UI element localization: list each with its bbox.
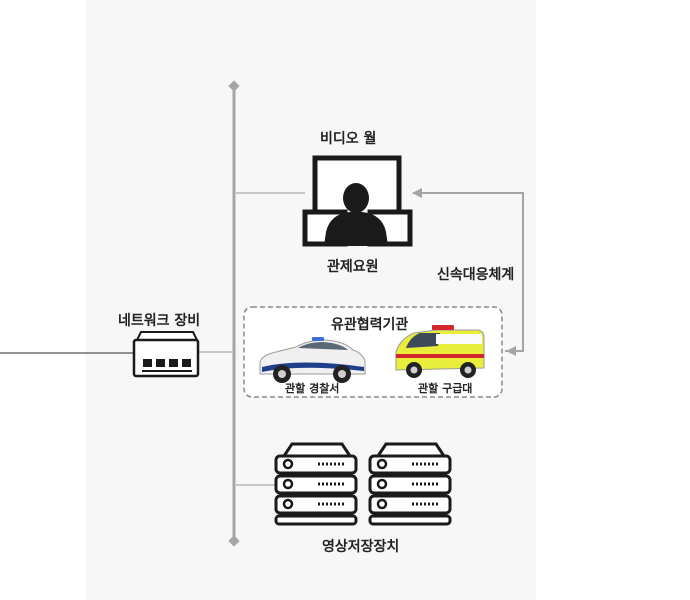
ambulance-icon [395,325,485,378]
operator-label: 관제요원 [327,259,379,275]
network-switch-icon [132,331,200,378]
backbone-line [228,80,240,547]
storage-server-left-icon [274,442,358,526]
storage-server-right-icon [368,442,452,526]
police-car-icon [259,337,366,383]
video-wall-label: 비디오 월 [320,131,377,147]
video-storage-label: 영상저장장치 [322,539,400,555]
ambulance-label: 관할 구급대 [418,382,473,395]
partner-agencies-label: 유관협력기관 [331,317,409,333]
rapid-response-arrow [412,188,524,356]
operator-icon [324,183,388,246]
police-station-label: 관할 경찰서 [285,382,340,395]
rapid-response-label: 신속대응체계 [437,267,515,283]
network-equipment-label: 네트워크 장비 [118,313,201,329]
